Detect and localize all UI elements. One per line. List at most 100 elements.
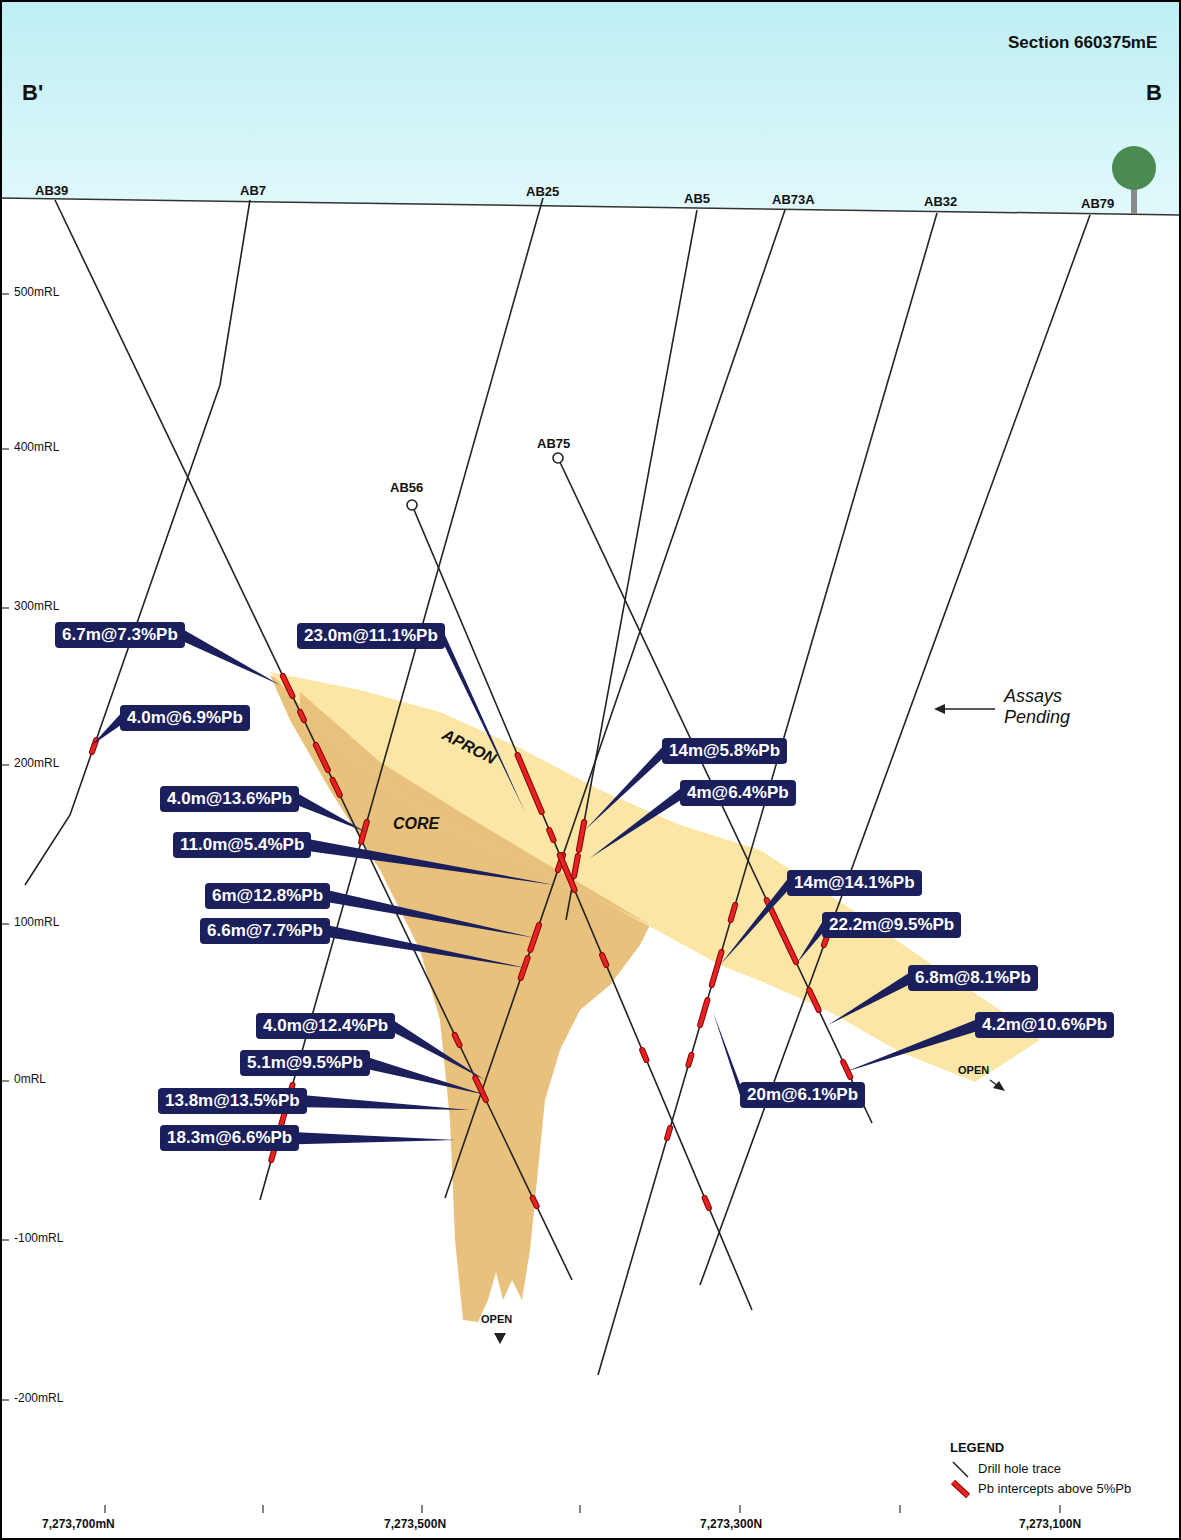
open-arrow	[494, 1333, 506, 1344]
callout-tail	[720, 877, 789, 965]
open-note: OPEN	[481, 1313, 512, 1326]
drill-hole-trace	[566, 210, 697, 920]
callout-tail	[92, 712, 122, 745]
intercept-callout: 6.8m@8.1%Pb	[908, 965, 1038, 991]
callout-tail	[328, 890, 535, 938]
leader-arrow	[942, 708, 995, 709]
pb-intercept	[579, 822, 584, 850]
callout-text: 14m@14.1%Pb	[794, 873, 915, 892]
legend-text: Pb intercepts above 5%Pb	[978, 1482, 1131, 1497]
intercept-callout: 20m@6.1%Pb	[740, 1082, 865, 1108]
pb-intercept	[455, 1035, 460, 1045]
pb-intercept	[602, 955, 606, 965]
callout-text: 14m@5.8%Pb	[669, 741, 780, 760]
rl-axis: 500mRL	[12, 286, 61, 300]
intercept-callout: 6.7m@7.3%Pb	[55, 622, 185, 648]
pb-intercept	[579, 822, 584, 850]
callout-tail	[590, 787, 682, 858]
intercept-callout: 18.3m@6.6%Pb	[160, 1125, 299, 1151]
pb-intercept	[283, 676, 293, 696]
pb-intercept	[574, 856, 578, 876]
pb-intercept	[283, 676, 293, 696]
rl-axis: 200mRL	[12, 757, 61, 771]
callout-tail	[368, 1057, 486, 1095]
callout-tail	[305, 1095, 470, 1110]
callout-text: 13.8m@13.5%Pb	[165, 1091, 300, 1110]
rl-axis: 400mRL	[12, 441, 61, 455]
axis-ticks	[0, 294, 1060, 1513]
intercept-callout: 5.1m@9.5%Pb	[240, 1050, 370, 1076]
collar	[407, 500, 417, 510]
section-title: Section 660375mE	[1008, 33, 1157, 53]
legend-title: LEGEND	[950, 1441, 1004, 1456]
callout-tail	[183, 629, 280, 685]
northing: 7,273,100N	[1019, 1518, 1081, 1532]
pb-intercept	[705, 1198, 709, 1208]
intercept-callout: 6m@12.8%Pb	[205, 883, 330, 909]
callout-text: 11.0m@5.4%Pb	[180, 835, 304, 854]
intercept-callout: 14m@14.1%Pb	[787, 870, 922, 896]
pb-intercept	[361, 822, 367, 842]
drill-holes	[25, 198, 1090, 1375]
hole-id: AB7	[240, 184, 266, 199]
sky	[0, 0, 1181, 215]
callout-tail	[828, 972, 910, 1025]
pb-intercept	[533, 1198, 537, 1206]
pb-intercept	[300, 712, 304, 720]
pb-intercept	[475, 1078, 486, 1100]
callout-text: 18.3m@6.6%Pb	[167, 1128, 292, 1147]
legend-intercept-sample	[953, 1482, 968, 1496]
pb-intercept	[767, 900, 796, 962]
pb-intercept	[688, 1055, 691, 1065]
pb-intercept	[316, 745, 328, 770]
rl-axis: 0mRL	[12, 1073, 48, 1087]
callout-text: 6m@12.8%Pb	[212, 886, 323, 905]
pb-intercept	[533, 1198, 537, 1206]
rl-axis: -100mRL	[12, 1232, 65, 1246]
core-zone	[300, 692, 650, 925]
pb-intercept	[560, 855, 575, 890]
callout-text: 4.0m@12.4%Pb	[263, 1016, 388, 1035]
pb-intercept	[667, 1128, 670, 1138]
pb-intercept	[642, 1050, 646, 1060]
pb-intercept	[712, 952, 722, 985]
pb-intercept	[549, 830, 553, 840]
rl-axis: -200mRL	[12, 1392, 65, 1406]
drill-hole-trace	[598, 213, 937, 1375]
pb-intercept	[518, 755, 542, 812]
intercept-callout: 6.6m@7.7%Pb	[200, 918, 330, 944]
drill-hole-trace	[412, 505, 752, 1310]
callout-tail	[443, 630, 525, 812]
pb-intercept	[843, 1062, 850, 1077]
hole-id: AB75	[537, 437, 570, 452]
pb-intercept	[574, 856, 578, 876]
pb-intercept	[731, 905, 735, 920]
callout-text: 4.0m@6.9%Pb	[127, 708, 243, 727]
intercept-callout: 4.0m@13.6%Pb	[160, 786, 299, 812]
callout-text: 4m@6.4%Pb	[687, 783, 789, 802]
pb-intercept	[642, 1050, 646, 1060]
legend-line-sample	[953, 1462, 968, 1477]
pb-intercept	[333, 780, 340, 795]
zone-label: CORE	[393, 815, 439, 833]
intercept-callout: 14m@5.8%Pb	[662, 738, 787, 764]
pb-intercept	[530, 925, 539, 950]
tree-crown	[1112, 146, 1156, 190]
intercept-callout: 4.2m@10.6%Pb	[975, 1012, 1114, 1038]
rl-axis: 300mRL	[12, 600, 61, 614]
callout-tail	[297, 793, 366, 832]
northing: 7,273,700mN	[42, 1518, 115, 1532]
pb-intercept	[316, 745, 328, 770]
intercept-callout: 4.0m@6.9%Pb	[120, 705, 250, 731]
hole-id: AB79	[1081, 197, 1114, 212]
pb-intercept	[475, 1078, 486, 1100]
pb-intercept	[455, 1035, 460, 1045]
pb-intercept	[712, 952, 722, 985]
drill-hole-trace	[558, 458, 872, 1123]
drill-hole-trace	[55, 200, 572, 1280]
ground-surface	[0, 198, 1181, 215]
callout-tail	[797, 919, 824, 963]
northing: 7,273,500N	[384, 1518, 446, 1532]
callout-text: 6.7m@7.3%Pb	[62, 625, 178, 644]
